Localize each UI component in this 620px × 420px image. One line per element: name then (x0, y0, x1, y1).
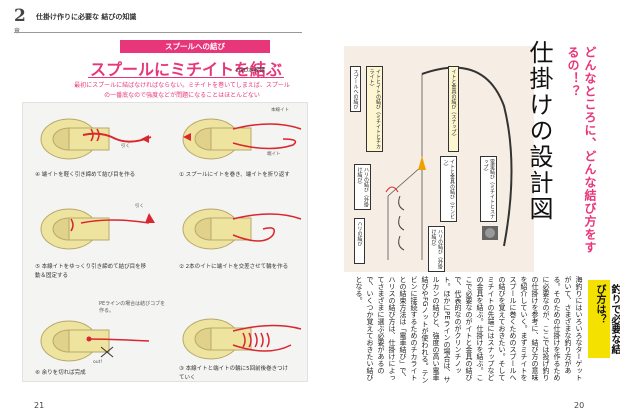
knot-steps-panel: 引く 本線イト 端イト ④ 端イトを軽く引き締めて結び目を作る ① スプールにイ… (22, 102, 308, 382)
header-rule (14, 32, 302, 33)
diagram-label-line-line: イトとイトの結び（ミチイトとチカライト） (366, 66, 383, 152)
step-3-caption: ③ 本線イトと端イトの輪に5回前後巻きつけていく (179, 366, 289, 381)
pe-note: PEラインの場合は結びコブを作る。 (99, 301, 166, 314)
label-tag-end: 端イト (267, 152, 281, 157)
label-main-line: 本線イト (271, 108, 289, 113)
question-box (588, 280, 610, 358)
diagram-label-tenbin: イトと金具の結び（テンビン） (440, 156, 457, 222)
step-6-figure (40, 320, 150, 362)
lead-text: 最初にスプールに結ばなければならない。ミチイトを巻いてしまえば、スプールの一番底… (74, 82, 290, 99)
section-bar: スプールへの結び (120, 40, 270, 53)
label-pull-1: 引く (121, 144, 130, 149)
big-title: 仕掛けの設計図 (525, 40, 553, 222)
diagram-label-densha: 電車結び（ミチイトとスナップ） (480, 156, 497, 222)
diagram-label-line-snap: イトと金具の結び（スナップ） (448, 66, 459, 152)
headline: どんなところに、どんな結び方をするの！？ (566, 46, 597, 254)
rig-diagram: スプールへの結び イトとイトの結び（ミチイトとチカライト） イトと金具の結び（ス… (344, 46, 534, 272)
step-3-figure (182, 318, 302, 360)
diagram-label-hook-1: ハリの結び（外掛け結び） (354, 164, 371, 210)
body-text: 海釣りにはいろいろなターゲットがいて、さまざまな釣り方がある。そのための仕掛けを… (355, 276, 583, 384)
diagram-label-hook-3: ハリの結び（外掛け結び） (428, 226, 445, 272)
dvd-tag: DVD本収録 (236, 68, 265, 74)
step-1-figure (182, 118, 302, 160)
step-2-caption: ② 2本のイトに端イトを交差させて輪を作る (179, 264, 289, 270)
step-5-caption: ⑤ 本線イトをゆっくり引き締めて結び目を移動＆固定する (35, 264, 147, 279)
page-number-right: 20 (574, 401, 585, 410)
label-pull-2: 引く (135, 204, 144, 209)
page-title: スプールにミチイトを結ぶ (90, 60, 283, 79)
title-rule (88, 77, 284, 78)
running-header: 仕掛け作りに必要な 結びの知識 (36, 13, 137, 21)
step-5-figure (40, 208, 155, 250)
step-4-caption: ④ 端イトを軽く引き締めて結び目を作る (35, 172, 136, 178)
step-1-caption: ① スプールにイトを巻き、端イトを折り返す (179, 172, 290, 178)
page-number-left: 21 (34, 401, 45, 410)
left-page: 2 章 仕掛け作りに必要な 結びの知識 スプールへの結び スプールにミチイトを結… (14, 6, 308, 410)
step-6-caption: ⑥ 余りを切れば完成 (35, 370, 86, 376)
diagram-label-hook-2: ハリの結び (354, 218, 365, 264)
chapter-sub: 章 (14, 26, 20, 35)
chapter-number: 2 (14, 6, 26, 26)
label-out: out！ (93, 360, 105, 365)
step-2-figure (182, 208, 302, 250)
question-title: 釣りで必要な結び方は？ (594, 284, 620, 354)
step-4-figure (40, 118, 152, 160)
diagram-label-spool: スプールへの結び (350, 66, 361, 112)
